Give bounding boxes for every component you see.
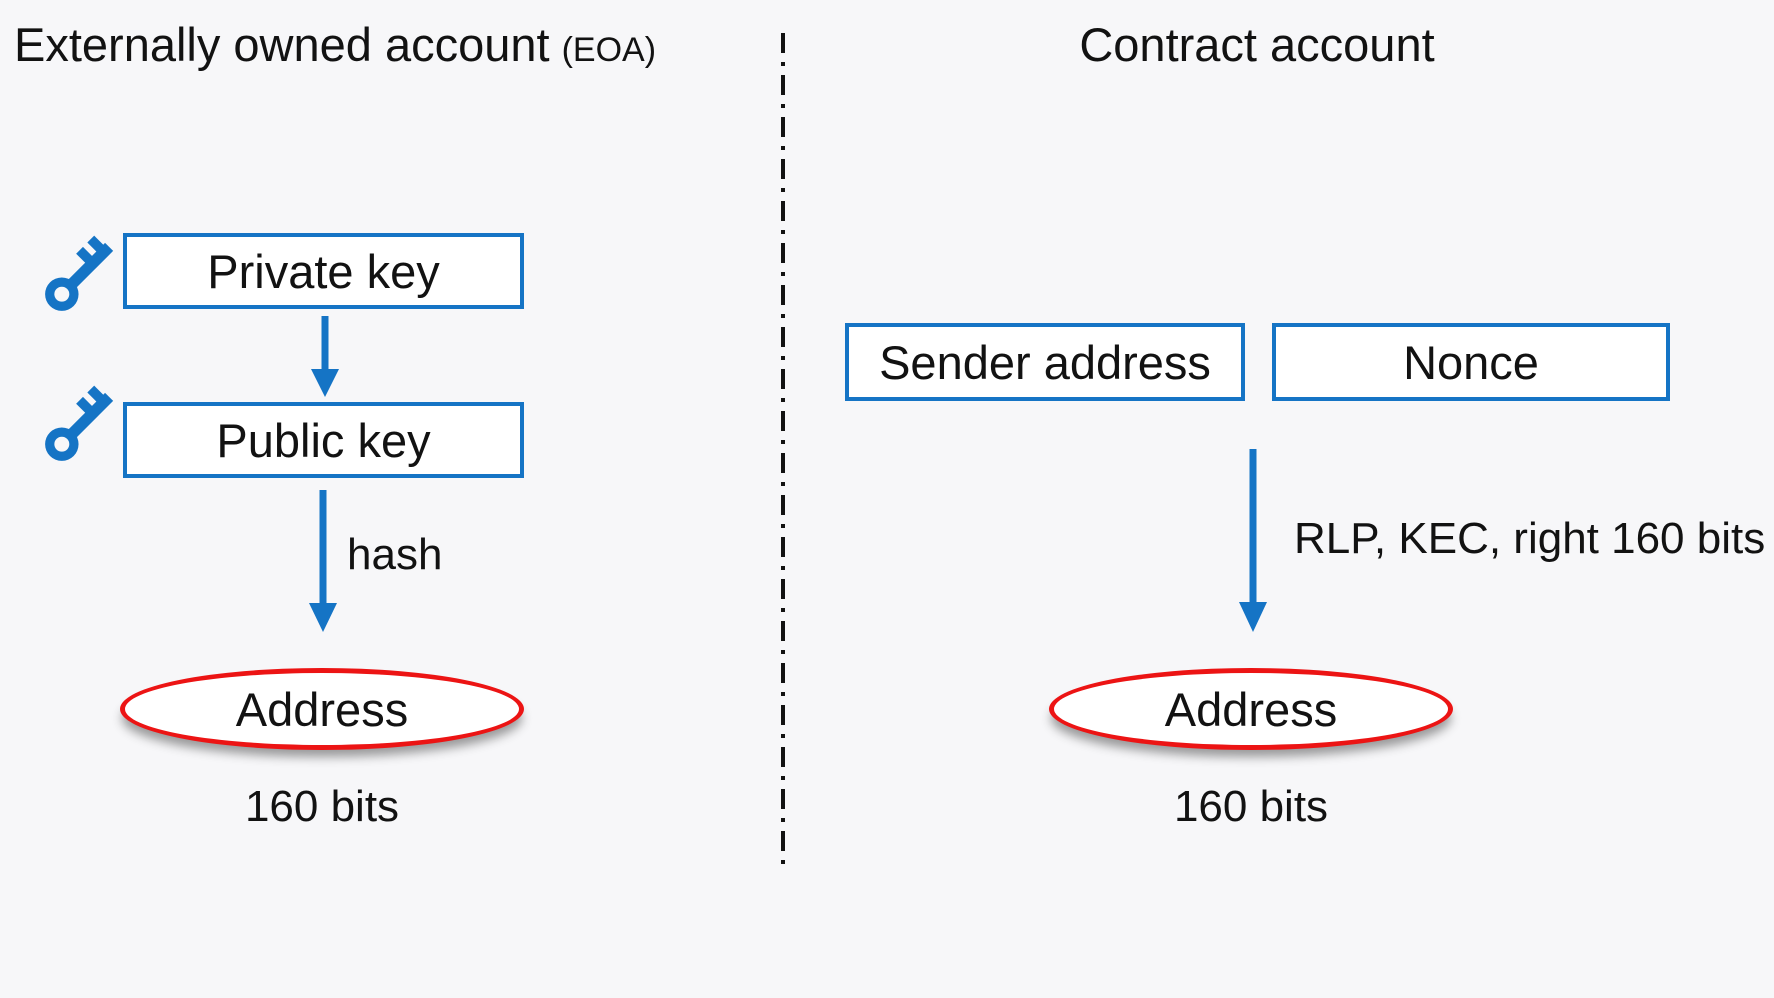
key-icon [45, 235, 114, 311]
contract-address-ellipse: Address [1049, 668, 1453, 750]
key-icon [45, 385, 114, 461]
eoa-title-abbrev: (EOA) [561, 31, 657, 69]
hash-arrow-label: hash [347, 530, 443, 579]
contract-bits-caption: 160 bits [1173, 782, 1329, 831]
arrow-rlp [1239, 449, 1267, 632]
eoa-bits-caption: 160 bits [244, 782, 400, 831]
private-key-box: Private key [123, 233, 524, 309]
public-key-box: Public key [123, 402, 524, 478]
sender-address-box: Sender address [845, 323, 1245, 401]
contract-column-title: Contract account [957, 16, 1557, 75]
sender-address-label: Sender address [879, 335, 1211, 389]
public-key-label: Public key [216, 413, 431, 467]
arrow-hash [309, 490, 337, 632]
contract-address-label: Address [1164, 682, 1338, 736]
nonce-box: Nonce [1272, 323, 1670, 401]
eoa-column-title: Externally owned account (EOA) [14, 16, 656, 75]
eoa-address-label: Address [235, 682, 409, 736]
arrow-private-to-public [311, 316, 339, 397]
eoa-address-ellipse: Address [120, 668, 524, 750]
private-key-label: Private key [207, 244, 440, 298]
contract-title-text: Contract account [1079, 18, 1435, 71]
nonce-label: Nonce [1403, 335, 1539, 389]
rlp-arrow-label: RLP, KEC, right 160 bits [1294, 514, 1766, 563]
eoa-title-text: Externally owned account [14, 18, 550, 71]
